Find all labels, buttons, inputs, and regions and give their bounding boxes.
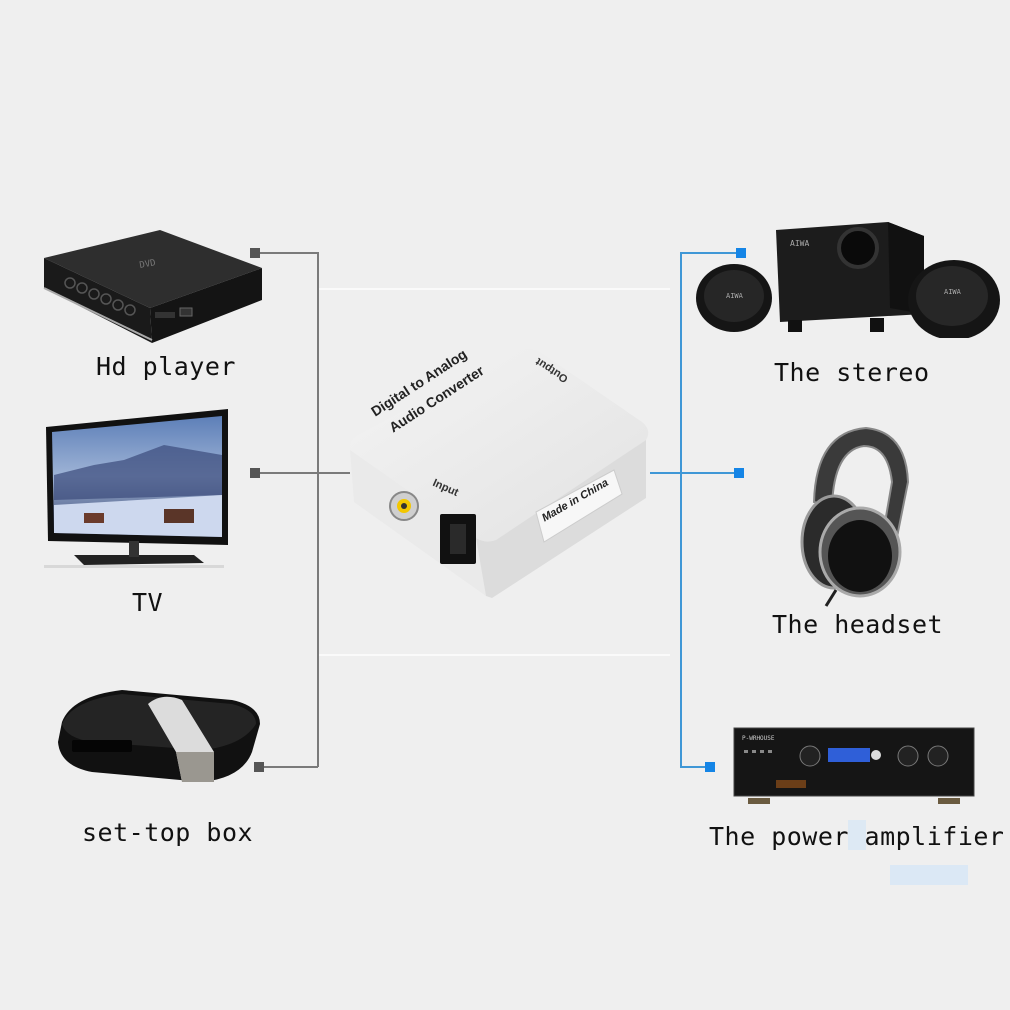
headset-connector	[650, 472, 738, 474]
hd-player-node	[250, 248, 260, 258]
hd-player-label: Hd player	[96, 352, 236, 381]
center-panel	[318, 288, 670, 656]
headset-label: The headset	[772, 610, 944, 639]
tv-connector	[258, 472, 350, 474]
hd-player-connector	[258, 252, 318, 254]
stereo-label: The stereo	[774, 358, 930, 387]
svg-text:AIWA: AIWA	[726, 292, 744, 300]
tv-node	[250, 468, 260, 478]
converter-device: Digital to Analog Audio Converter Output…	[346, 346, 656, 598]
headphones-icon	[796, 422, 916, 608]
hd-player-icon: DVD	[40, 228, 265, 348]
output-bus-line	[680, 252, 682, 767]
stereo-connector	[680, 252, 738, 254]
svg-text:DVD: DVD	[139, 258, 157, 271]
source-bus-line	[317, 252, 319, 767]
tv-icon	[44, 405, 234, 575]
svg-text:AIWA: AIWA	[790, 239, 809, 248]
set-top-box-connector	[262, 766, 318, 768]
tv-label: TV	[132, 588, 164, 617]
set-top-box-label: set-top box	[82, 818, 254, 847]
text-highlight	[848, 820, 866, 850]
svg-text:AIWA: AIWA	[944, 288, 962, 296]
set-top-box-node	[254, 762, 264, 772]
headset-node	[734, 468, 744, 478]
stereo-speakers-icon: AIWA AIWA AIWA	[694, 218, 1006, 340]
svg-text:P-WRHOUSE: P-WRHOUSE	[742, 735, 775, 742]
amplifier-connector	[680, 766, 710, 768]
blurred-caption-box	[890, 865, 968, 885]
set-top-box-icon	[52, 682, 264, 792]
power-amplifier-icon: P-WRHOUSE	[732, 726, 976, 806]
power-amplifier-label: The power amplifier	[709, 822, 1005, 851]
amplifier-node	[705, 762, 715, 772]
stereo-node	[736, 248, 746, 258]
